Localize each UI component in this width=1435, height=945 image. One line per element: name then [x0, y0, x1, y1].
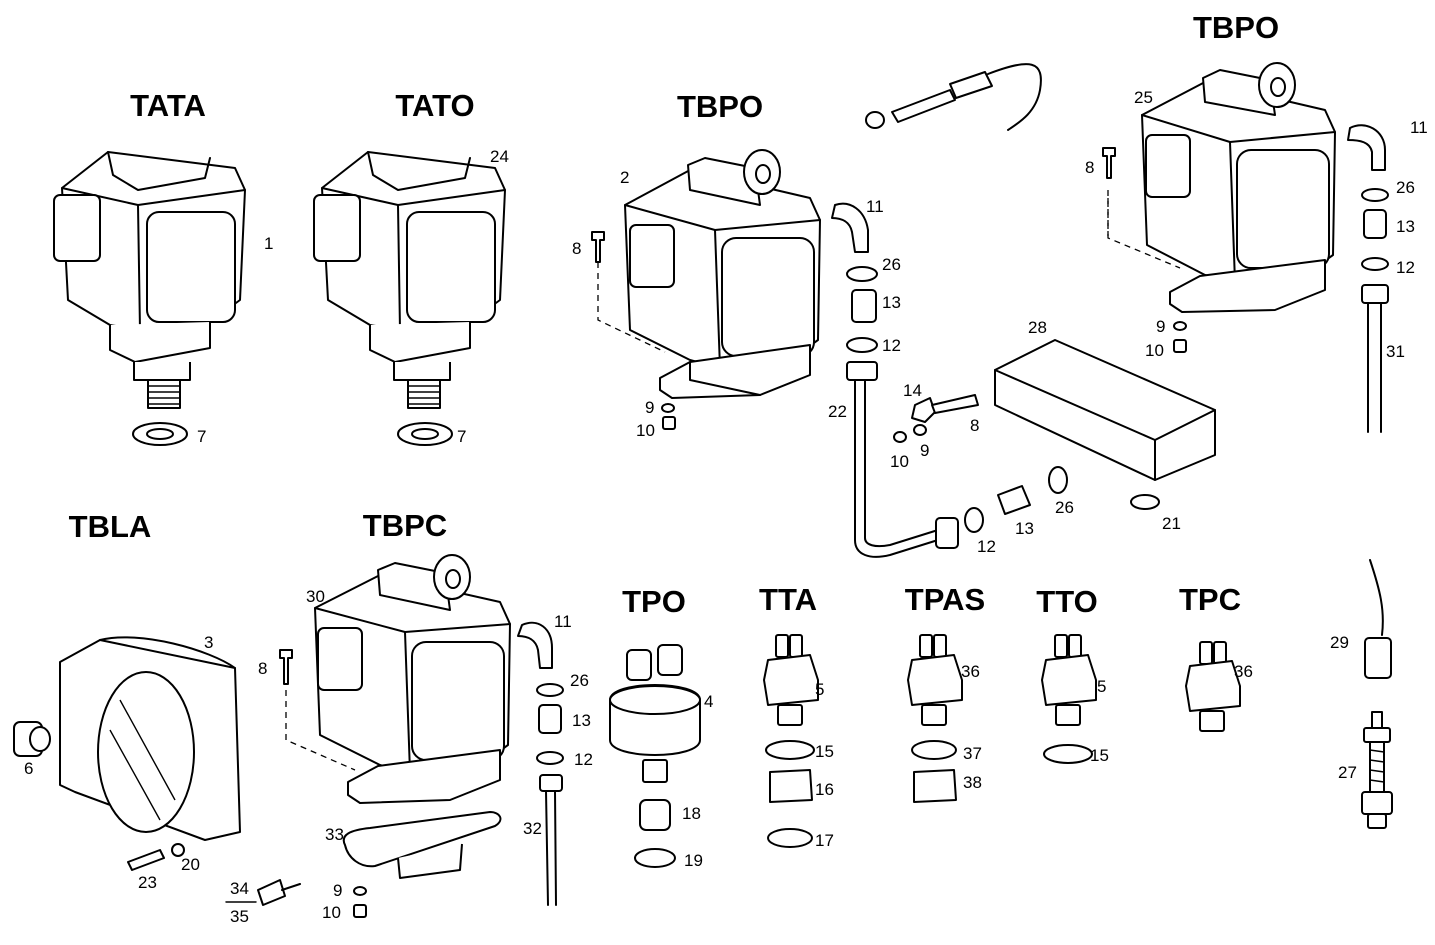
callout: 8: [970, 416, 979, 435]
callout: 9: [920, 441, 929, 460]
group-label: TATA: [130, 88, 206, 123]
callout: 28: [1028, 318, 1047, 337]
tbpo-switch-unit-right: [1107, 62, 1336, 313]
tato-switch-unit: [313, 151, 506, 446]
callout: 10: [890, 452, 909, 471]
callout: 10: [322, 903, 341, 922]
callout: 26: [570, 671, 589, 690]
callout: 7: [197, 427, 206, 446]
group-labels: TATA TATO TBPO TBPO TBLA TBPC TPO TTA TP…: [69, 10, 1279, 619]
callout: 37: [963, 744, 982, 763]
callout: 12: [882, 336, 901, 355]
callout: 9: [333, 881, 342, 900]
tta-sender: [763, 634, 819, 848]
callout: 17: [815, 831, 834, 850]
callout: 13: [572, 711, 591, 730]
callout: 10: [636, 421, 655, 440]
callout: 35: [230, 907, 249, 926]
callout: 31: [1386, 342, 1405, 361]
callout: 26: [1396, 178, 1415, 197]
tbpc-switch-unit: [257, 554, 511, 918]
group-label: TTA: [759, 582, 817, 617]
group-label: TPC: [1179, 582, 1241, 617]
callout: 16: [815, 780, 834, 799]
callout: 11: [1410, 118, 1428, 137]
callout: 33: [325, 825, 344, 844]
callout: 11: [866, 197, 884, 216]
tto-sender: [1041, 634, 1097, 764]
callout: 9: [1156, 317, 1165, 336]
group-label: TPAS: [905, 582, 985, 617]
tbpc-fittings: [517, 621, 564, 906]
callout: 8: [572, 239, 581, 258]
group-label: TPO: [622, 584, 686, 619]
callout: 11: [554, 612, 572, 631]
callout: 5: [1097, 677, 1106, 696]
callout: 36: [961, 662, 980, 681]
callout: 8: [1085, 158, 1094, 177]
callout: 12: [977, 537, 996, 556]
callout: 5: [815, 680, 824, 699]
callout: 6: [24, 759, 33, 778]
callout: 38: [963, 773, 982, 792]
callout: 25: [1134, 88, 1153, 107]
callout: 36: [1234, 662, 1253, 681]
callout: 34: [230, 879, 249, 898]
sender-with-cable: [865, 63, 1042, 131]
callout: 20: [181, 855, 200, 874]
callout: 18: [682, 804, 701, 823]
callout: 29: [1330, 633, 1349, 652]
group-label: TBPC: [363, 508, 447, 543]
callout: 13: [1396, 217, 1415, 236]
callout: 12: [1396, 258, 1415, 277]
group-label: TTO: [1036, 584, 1097, 619]
group-label: TATO: [395, 88, 474, 123]
tbpo-switch-unit-middle: [597, 149, 821, 399]
callout: 9: [645, 398, 654, 417]
group-label: TBPO: [1193, 10, 1279, 45]
sensors-right: [1361, 559, 1393, 829]
tata-switch-unit: [53, 151, 246, 446]
callout: 1: [264, 234, 273, 253]
terminal-block: [893, 339, 1216, 510]
callout: 30: [306, 587, 325, 606]
callout: 8: [258, 659, 267, 678]
callout: 23: [138, 873, 157, 892]
tpc-sender: [1185, 641, 1241, 732]
right-fittings: [1102, 124, 1389, 433]
callout: 24: [490, 147, 509, 166]
callout: 12: [574, 750, 593, 769]
tbla-lamp-unit: [13, 636, 241, 871]
callout: 27: [1338, 763, 1357, 782]
callout: 13: [1015, 519, 1034, 538]
callout: 26: [1055, 498, 1074, 517]
callout: 2: [620, 168, 629, 187]
callout: 10: [1145, 341, 1164, 360]
callout: 21: [1162, 514, 1181, 533]
tpas-sender: [907, 634, 963, 803]
callout: 32: [523, 819, 542, 838]
callout: 4: [704, 692, 713, 711]
callout: 15: [815, 742, 834, 761]
callout: 26: [882, 255, 901, 274]
callout-numbers: 1 7 24 7 2 8 9 10 11 26 13 12 22 14 9 10…: [24, 88, 1428, 926]
middle-fittings: [591, 202, 1068, 558]
callout: 3: [204, 633, 213, 652]
callout: 22: [828, 402, 847, 421]
callout: 13: [882, 293, 901, 312]
group-label: TBLA: [69, 509, 152, 544]
group-label: TBPO: [677, 89, 763, 124]
callout: 14: [903, 381, 922, 400]
callout: 7: [457, 427, 466, 446]
callout: 19: [684, 851, 703, 870]
tpo-sender: [609, 644, 701, 868]
callout: 15: [1090, 746, 1109, 765]
